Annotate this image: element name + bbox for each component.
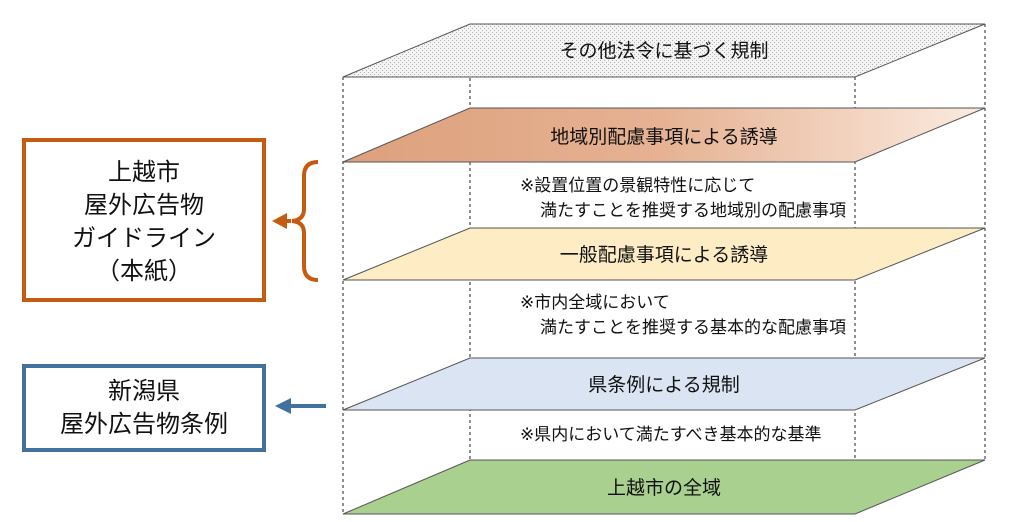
guideline-bracket <box>291 160 319 282</box>
guideline-line-1: 上越市 <box>108 158 180 186</box>
layer-regional: 地域別配慮事項による誘導 <box>342 107 986 163</box>
note-general-line1: ※市内全域において <box>520 293 670 313</box>
guideline-box: 上越市 屋外広告物 ガイドライン （本紙） <box>22 138 266 302</box>
ordinance-box: 新潟県 屋外広告物条例 <box>22 364 266 452</box>
layer-regional-label: 地域別配慮事項による誘導 <box>550 126 777 148</box>
layer-base: 上越市の全域 <box>342 459 986 515</box>
guideline-line-4: （本紙） <box>96 257 192 285</box>
guideline-line-3: ガイドライン <box>72 224 216 252</box>
note-regional-line1: ※設置位置の景観特性に応じて <box>520 176 755 196</box>
guideline-line-2: 屋外広告物 <box>84 191 204 219</box>
note-prefecture: ※県内において満たすべき基本的な基準 <box>520 425 822 445</box>
layer-general-label: 一般配慮事項による誘導 <box>560 244 768 266</box>
guideline-arrow <box>272 213 291 229</box>
ordinance-line-1: 新潟県 <box>108 377 180 405</box>
layer-top-label: その他法令に基づく規制 <box>559 40 768 62</box>
note-general-line2: 満たすことを推奨する基本的な配慮事項 <box>540 318 846 338</box>
layer-general: 一般配慮事項による誘導 <box>342 227 986 281</box>
layer-prefecture: 県条例による規制 <box>342 357 986 411</box>
note-regional-line2: 満たすことを推奨する地域別の配慮事項 <box>540 201 846 221</box>
ordinance-arrow <box>275 398 326 414</box>
ordinance-line-2: 屋外広告物条例 <box>60 410 228 438</box>
layer-prefecture-label: 県条例による規制 <box>588 374 739 396</box>
layer-base-label: 上越市の全域 <box>607 477 721 499</box>
layer-top: その他法令に基づく規制 <box>342 23 986 78</box>
